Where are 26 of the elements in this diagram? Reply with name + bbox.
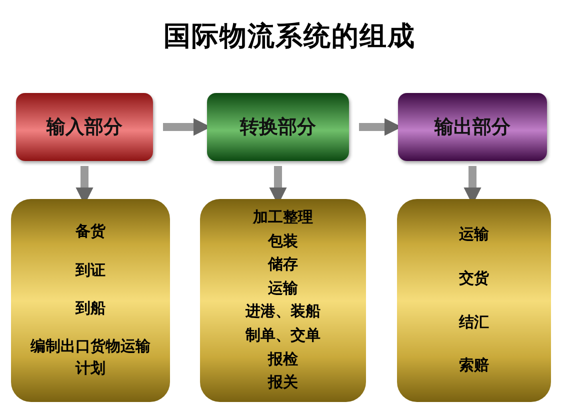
task-item: 交货 xyxy=(459,268,489,289)
task-item: 报检 xyxy=(268,348,298,370)
task-item: 索赔 xyxy=(459,355,489,376)
stage-box xyxy=(16,93,153,161)
task-item: 结汇 xyxy=(459,312,489,332)
task-item: 报关 xyxy=(268,372,298,394)
stage-title: 输入部分 xyxy=(46,115,122,140)
task-item: 编制出口货物运输计划 xyxy=(29,336,152,379)
stage-title: 转换部分 xyxy=(240,115,316,140)
task-panel xyxy=(397,199,551,402)
stage-title: 输出部分 xyxy=(434,115,510,140)
task-item: 加工整理 xyxy=(253,207,313,228)
task-item: 到船 xyxy=(76,298,106,319)
task-item: 备货 xyxy=(76,221,106,242)
task-panel xyxy=(11,199,170,402)
title: 国际物流系统的组成 xyxy=(162,20,416,54)
task-item: 运输 xyxy=(268,278,298,299)
task-panel xyxy=(200,199,366,402)
task-item: 包装 xyxy=(268,230,298,252)
stage-box xyxy=(398,93,547,161)
task-item: 储存 xyxy=(268,254,298,276)
stage-box xyxy=(207,93,349,161)
task-item: 制单、交单 xyxy=(246,324,320,346)
task-item: 进港、装船 xyxy=(246,301,320,322)
task-item: 到证 xyxy=(76,260,106,281)
task-item: 运输 xyxy=(459,224,489,245)
